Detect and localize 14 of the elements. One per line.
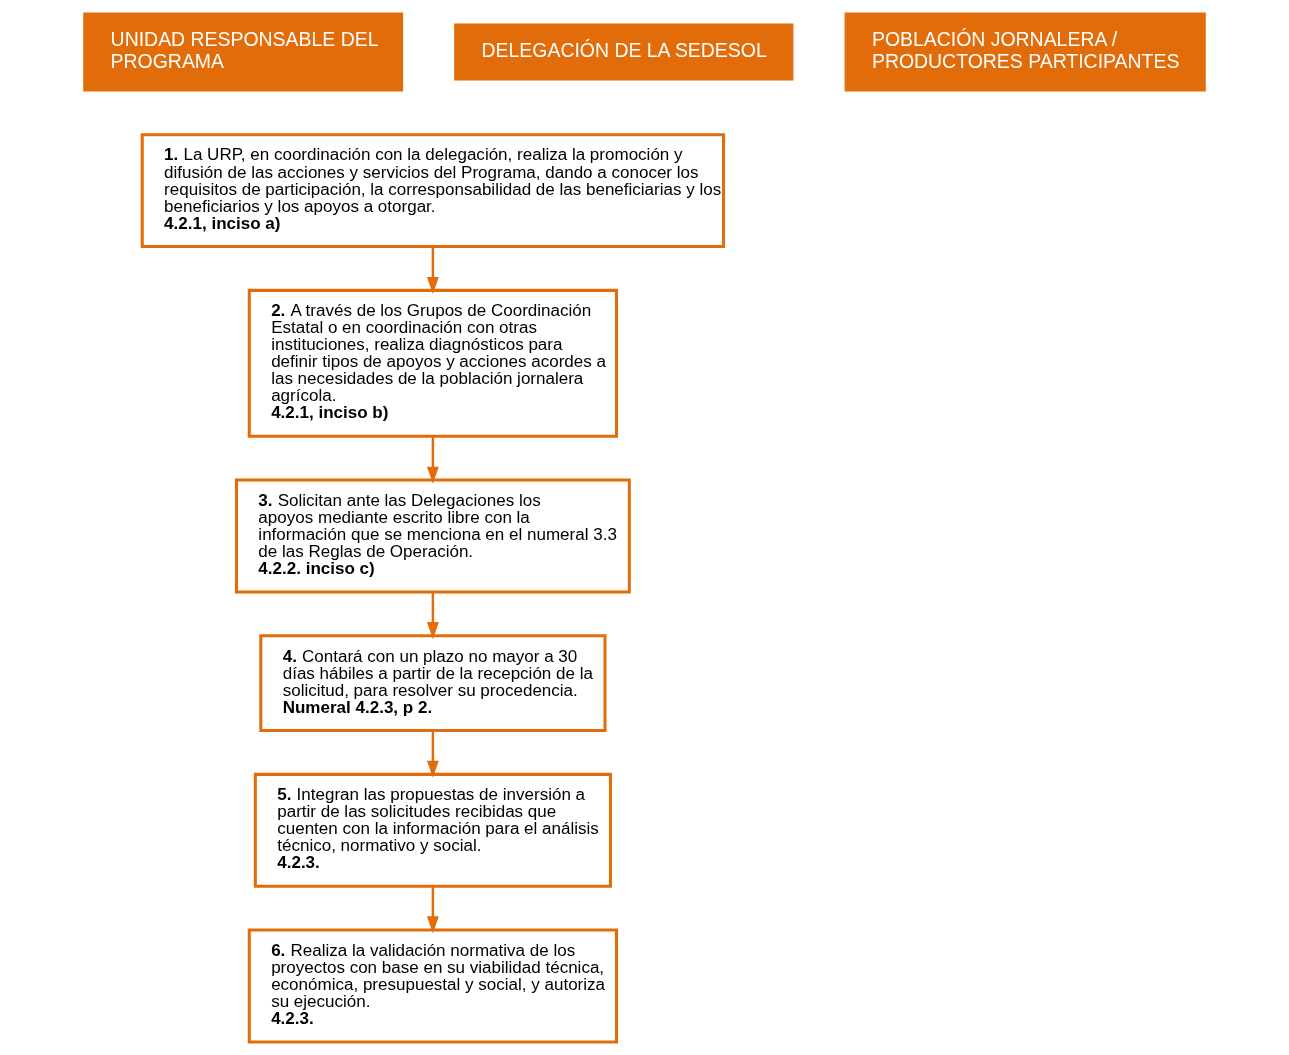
arrow bbox=[426, 886, 439, 934]
arrow bbox=[426, 592, 439, 640]
arrow bbox=[426, 436, 439, 484]
node-box: 6. Realiza la validación normativa de los proyectos con base en su viabilidad técnica, económica, presupuestal y social, y autoriza su ejecución. 4.2.3. bbox=[247, 928, 619, 1044]
node-box: DELEGACIÓN DE LA SEDESOL bbox=[454, 23, 794, 81]
node-box: 2. A través de los Grupos de Coordinación Estatal o en coordinación con otras instituciones, realiza diagnósticos para definir tipos de apoyos y acciones acordes a las necesidades de la población jornalera agrícola. 4.2.1, inciso b) bbox=[247, 288, 619, 438]
node-box: POBLACIÓN JORNALERA / PRODUCTORES PARTICIPANTES bbox=[844, 12, 1206, 92]
node-box: 1. La URP, en coordinación con la delegación, realiza la promoción y difusión de las acciones y servicios del Programa, dando a conocer los requisitos de participación, la corresponsabilidad de las beneficiarias y los beneficiarios y los apoyos a otorgar. 4.2.1, inciso a) bbox=[140, 133, 726, 249]
node-box: 3. Solicitan ante las Delegaciones los apoyos mediante escrito libre con la información que se menciona en el numeral 3.3 de las Reglas de Operación. 4.2.2. inciso c) bbox=[234, 478, 631, 594]
node-box: UNIDAD RESPONSABLE DEL PROGRAMA bbox=[83, 12, 404, 92]
node-box: 4. Contará con un plazo no mayor a 30 días hábiles a partir de la recepción de la solicitud, para resolver su procedencia. Numeral 4.2.3, p 2. bbox=[259, 634, 607, 733]
arrow bbox=[426, 730, 439, 778]
node-box: 5. Integran las propuestas de inversión a partir de las solicitudes recibidas que cuenten con la información para el análisis técnico, normativo y social. 4.2.3. bbox=[253, 772, 612, 888]
arrow bbox=[426, 246, 439, 294]
